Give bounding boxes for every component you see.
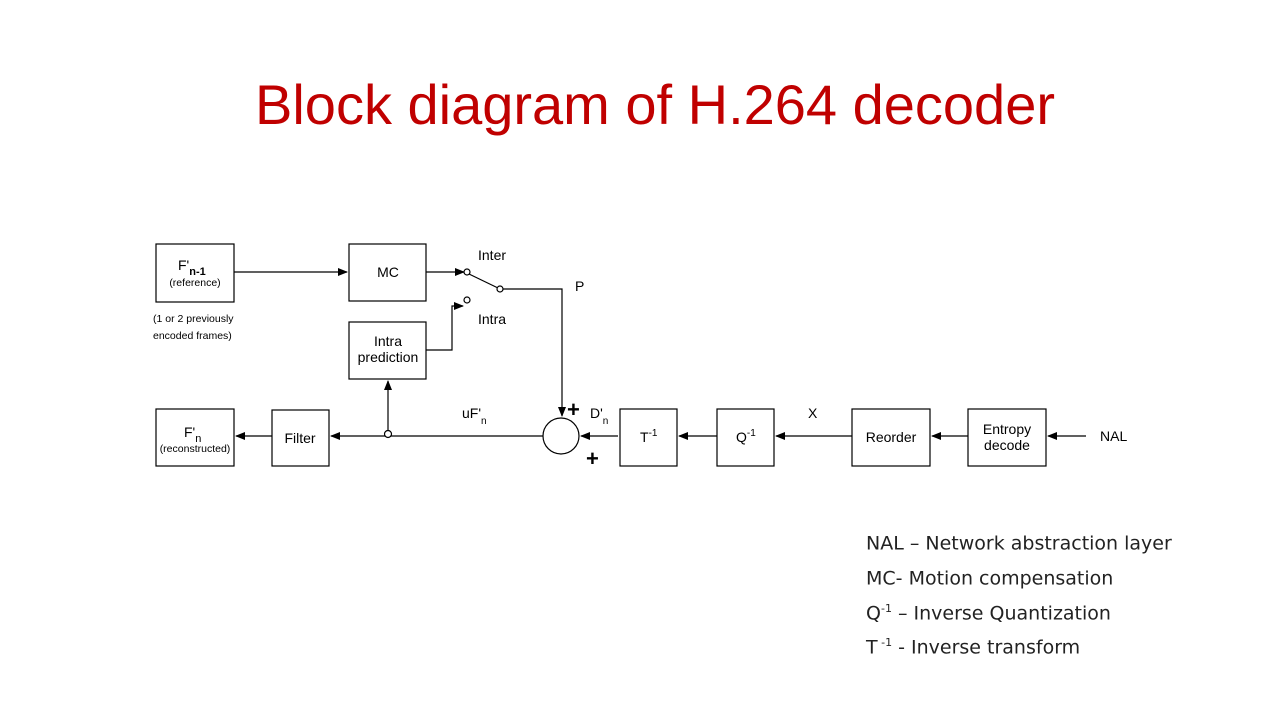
switch bbox=[463, 268, 504, 304]
recon-frame-block: F'n (reconstructed) bbox=[155, 408, 235, 467]
ref-note: (1 or 2 previously bbox=[153, 313, 234, 325]
uf-label: uF'n bbox=[462, 405, 487, 427]
svg-text:Intra: Intra bbox=[374, 333, 402, 349]
svg-text:F'n-1: F'n-1 bbox=[178, 257, 206, 278]
filter-block: Filter bbox=[271, 409, 330, 467]
intra-label: Intra bbox=[478, 311, 506, 327]
mc-block: MC bbox=[348, 243, 427, 302]
branch-node bbox=[383, 429, 393, 439]
reorder-block: Reorder bbox=[851, 408, 931, 467]
x-label: X bbox=[808, 405, 818, 421]
legend-item-q: Q-1 – Inverse Quantization bbox=[866, 601, 1111, 624]
svg-text:F'n: F'n bbox=[184, 424, 201, 445]
svg-text:Reorder: Reorder bbox=[866, 429, 917, 445]
ref-note-2: encoded frames) bbox=[153, 330, 232, 342]
ref-frame-block: F'n-1 (reference) bbox=[155, 243, 235, 303]
legend-item-t: T -1 - Inverse transform bbox=[866, 636, 1081, 659]
connections bbox=[234, 268, 1086, 440]
plus-top: + bbox=[567, 397, 580, 422]
inverse-transform-block: T-1 bbox=[619, 408, 678, 467]
svg-text:(reconstructed): (reconstructed) bbox=[160, 443, 231, 455]
svg-text:prediction: prediction bbox=[358, 349, 419, 365]
nal-label: NAL bbox=[1100, 428, 1127, 444]
legend: NAL – Network abstraction layer MC- Moti… bbox=[866, 524, 1172, 663]
svg-text:Entropy: Entropy bbox=[983, 421, 1031, 437]
summing-junction bbox=[542, 417, 580, 455]
entropy-decode-block: Entropy decode bbox=[967, 408, 1047, 467]
intra-prediction-block: Intra prediction bbox=[348, 321, 427, 380]
svg-text:(reference): (reference) bbox=[169, 277, 220, 289]
svg-text:Filter: Filter bbox=[284, 430, 315, 446]
svg-text:MC: MC bbox=[377, 264, 399, 280]
legend-item-nal: NAL – Network abstraction layer bbox=[866, 532, 1172, 555]
inverse-quant-block: Q-1 bbox=[716, 408, 775, 467]
legend-item-mc: MC- Motion compensation bbox=[866, 567, 1114, 590]
p-label: P bbox=[575, 278, 584, 294]
svg-text:Q-1: Q-1 bbox=[736, 428, 756, 445]
svg-text:decode: decode bbox=[984, 437, 1030, 453]
inter-label: Inter bbox=[478, 247, 506, 263]
slide-title: Block diagram of H.264 decoder bbox=[255, 73, 1055, 136]
plus-bottom: + bbox=[586, 446, 599, 471]
svg-text:T-1: T-1 bbox=[640, 428, 658, 445]
d-label: D'n bbox=[590, 405, 608, 427]
